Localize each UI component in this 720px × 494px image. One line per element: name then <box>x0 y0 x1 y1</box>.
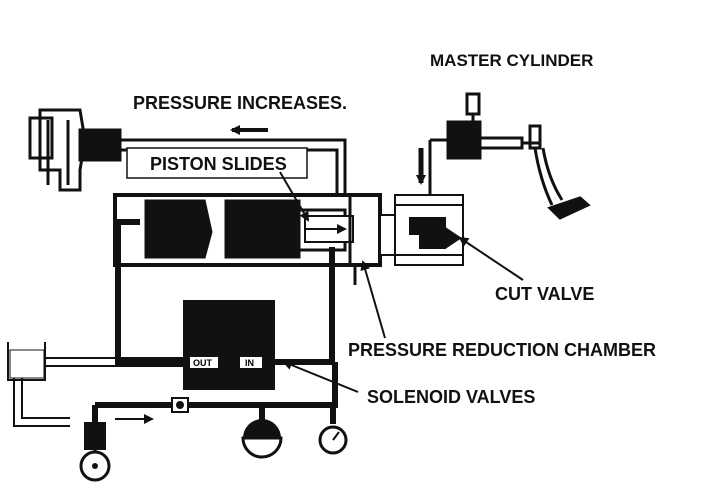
master-cylinder-label: MASTER CYLINDER <box>430 51 593 70</box>
pressure-increases-label: PRESSURE INCREASES. <box>133 93 347 113</box>
reservoir <box>7 342 46 381</box>
label-leaders <box>126 147 524 393</box>
solenoid-valve-assembly: OUT IN <box>183 300 275 390</box>
brake-caliper <box>28 108 122 192</box>
piston-slides-label: PISTON SLIDES <box>150 154 287 174</box>
piston-slides-box <box>126 147 308 179</box>
brake-pedal <box>528 124 591 220</box>
pressure-gauge <box>318 405 348 455</box>
master-cylinder <box>428 92 540 195</box>
pump-motor <box>79 422 111 482</box>
solenoid-valves-label: SOLENOID VALVES <box>367 387 535 407</box>
return-line <box>13 357 183 427</box>
solenoid-out-label: OUT <box>193 358 213 368</box>
check-valve <box>171 397 189 413</box>
pressure-reduction-chamber-label: PRESSURE REDUCTION CHAMBER <box>348 340 656 360</box>
piston <box>304 215 354 243</box>
solenoid-in-label: IN <box>245 358 254 368</box>
accumulator <box>241 405 283 459</box>
cut-valve-block <box>379 194 464 266</box>
cut-valve-label: CUT VALVE <box>495 284 594 304</box>
